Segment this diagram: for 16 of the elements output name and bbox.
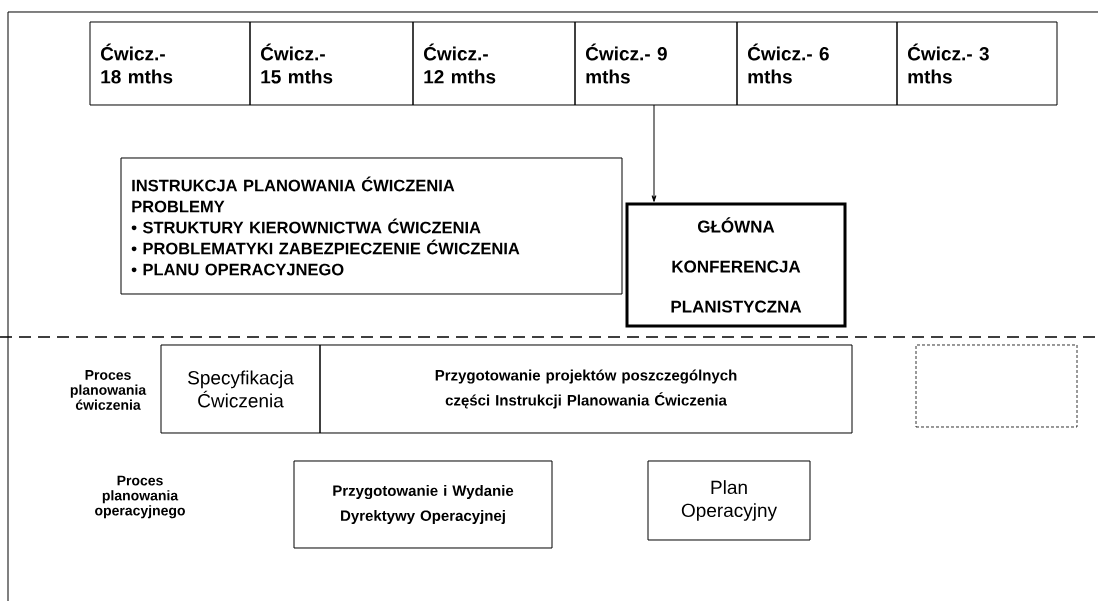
timeline-box: Ćwicz.- 9 mths	[574, 21, 738, 106]
timeline-box: Ćwicz.- 6 mths	[736, 21, 898, 106]
process-box: Przygotowanie projektów poszczególnych części Instrukcji Planowania Ćwiczenia	[319, 344, 853, 434]
arrow	[651, 104, 657, 202]
timeline-box: Ćwicz.- 18 mths	[89, 21, 251, 106]
placeholder-box	[915, 344, 1078, 428]
process-box: Przygotowanie i Wydanie Dyrektywy Operacyjnej	[293, 460, 553, 549]
conference-box: GŁÓWNA KONFERENCJA PLANISTYCZNA	[625, 202, 847, 328]
instruction-box: INSTRUKCJA PLANOWANIA ĆWICZENIA PROBLEMY • STRUKTURY KIEROWNICTWA ĆWICZENIA • PROBLEMATYKI ZABEZPIECZENIE ĆWICZENIA • PLANU OPERACYJNEGO	[120, 157, 623, 295]
timeline-box: Ćwicz.- 15 mths	[249, 21, 414, 106]
timeline-box: Ćwicz.- 12 mths	[412, 21, 576, 106]
process-box: Plan Operacyjny	[647, 460, 811, 541]
row-label: Proces planowania ćwiczenia	[70, 370, 147, 410]
row-label: Proces planowania operacyjnego	[95, 475, 185, 519]
timeline-box: Ćwicz.- 3 mths	[896, 21, 1058, 106]
process-box: Specyfikacja Ćwiczenia	[160, 344, 321, 434]
